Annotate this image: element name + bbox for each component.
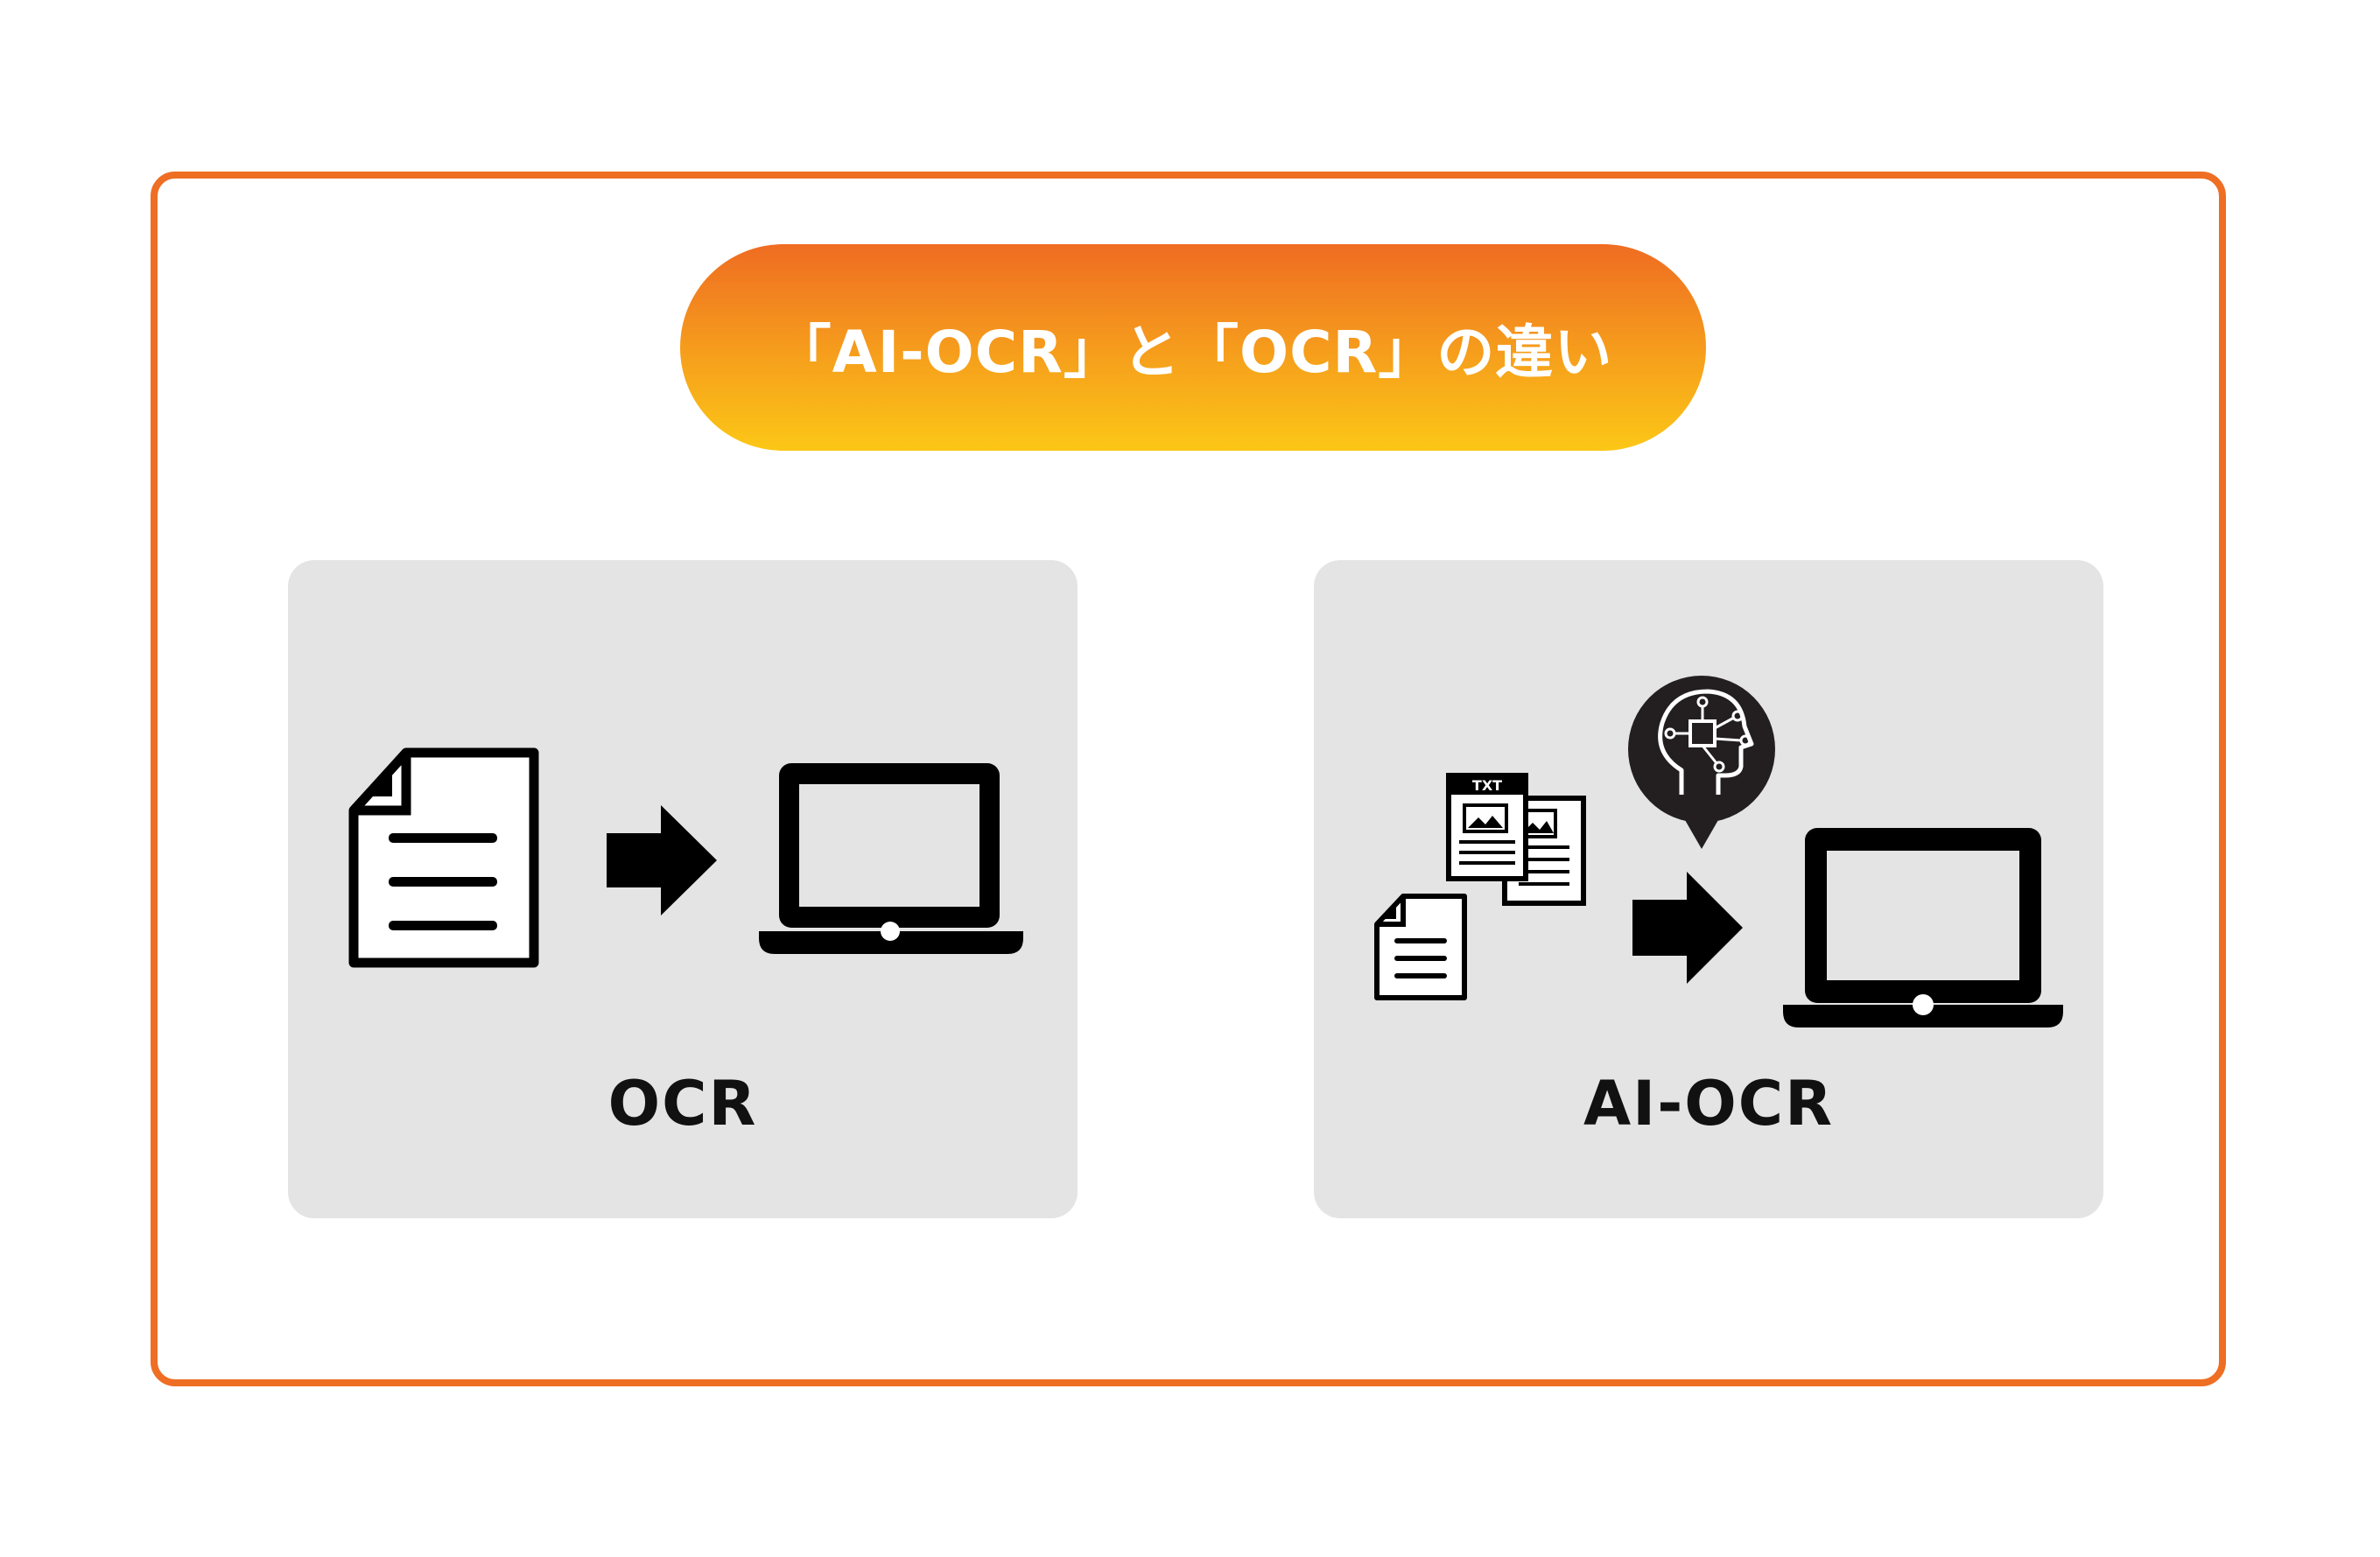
document-icon xyxy=(1374,894,1467,1000)
ocr-illustration xyxy=(348,747,1023,968)
diagram-title: 「AI-OCR」と「OCR」の違い xyxy=(773,319,1613,386)
arrow-right-icon xyxy=(1632,872,1743,984)
txt-badge-text: TXT xyxy=(1472,777,1502,794)
txt-document-icon: TXT xyxy=(1446,773,1528,881)
arrow-right-icon xyxy=(607,805,717,915)
ocr-label: OCR xyxy=(607,1068,758,1140)
laptop-icon xyxy=(759,763,1023,954)
laptop-icon xyxy=(1783,828,2063,1027)
ocr-panel: OCR xyxy=(288,560,1078,1218)
ai-brain-bubble-icon xyxy=(1628,676,1775,849)
document-icon xyxy=(348,747,539,968)
title-banner: 「AI-OCR」と「OCR」の違い xyxy=(680,244,1706,451)
ai-ocr-panel: TXT xyxy=(1314,560,2103,1218)
ai-ocr-illustration: TXT xyxy=(1374,676,2063,1027)
ai-ocr-label: AI-OCR xyxy=(1583,1068,1835,1140)
